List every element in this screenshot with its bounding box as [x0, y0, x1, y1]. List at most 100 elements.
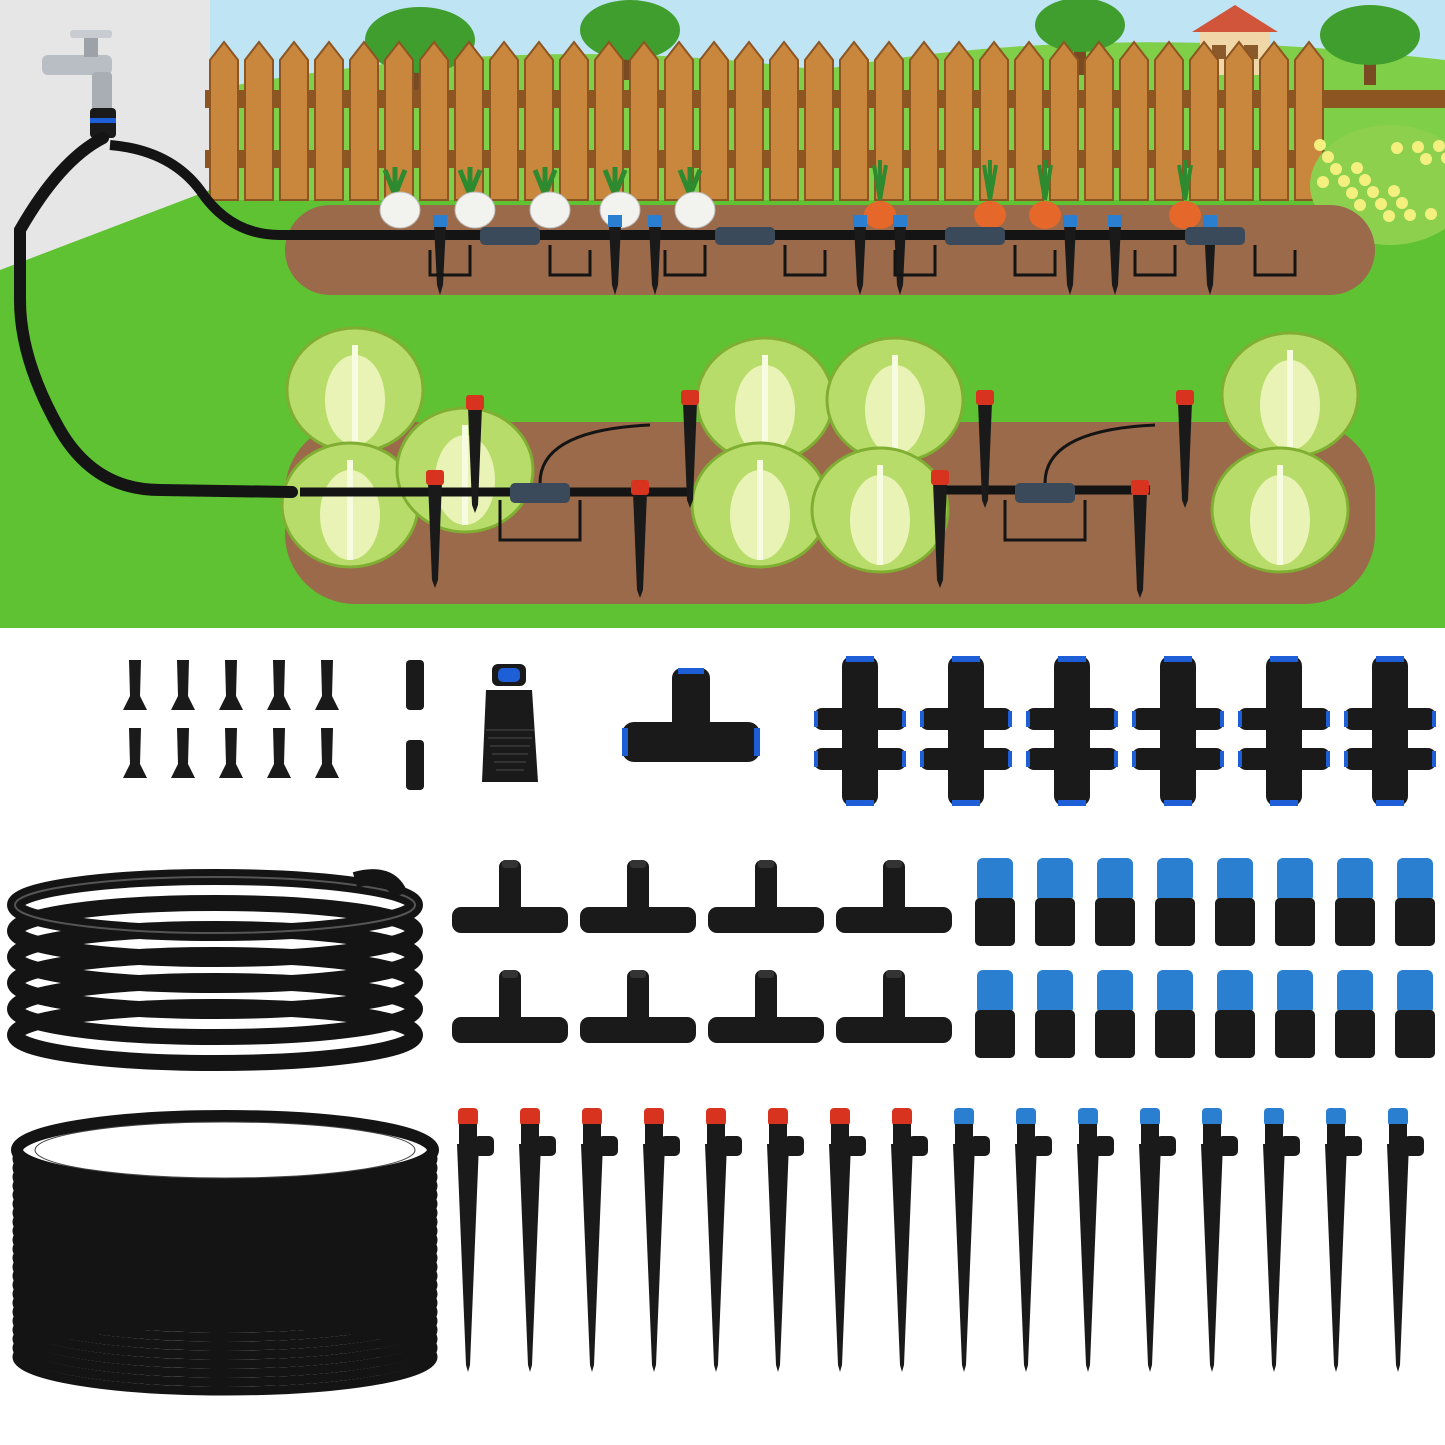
garden-manifold — [663, 227, 827, 277]
carrot — [1029, 160, 1061, 229]
lettuce — [285, 326, 425, 454]
manifold-6way — [1238, 656, 1330, 806]
fence-picket — [1014, 40, 1044, 201]
garden-manifold — [893, 227, 1057, 277]
lettuce — [690, 441, 830, 569]
fence-picket — [944, 40, 974, 201]
drip-stake-red — [643, 1108, 680, 1372]
manifold-6way — [1026, 656, 1118, 806]
manifold-6way — [920, 656, 1012, 806]
fence — [205, 40, 1445, 201]
blue-connector — [1095, 970, 1135, 1058]
mini-connector — [406, 740, 424, 790]
garden-manifold — [428, 227, 592, 277]
fence-picket — [1259, 40, 1289, 201]
fence-picket — [769, 40, 799, 201]
blue-connector — [1095, 858, 1135, 946]
plug — [267, 728, 291, 778]
drip-stake-blue — [1387, 1108, 1424, 1372]
garden-stake-red — [1131, 480, 1149, 598]
drip-stake-blue — [1263, 1108, 1300, 1372]
drip-stake-red — [767, 1108, 804, 1372]
soil-bed-upper — [285, 205, 1375, 295]
fence-picket — [1049, 40, 1079, 201]
drip-stake-red — [581, 1108, 618, 1372]
garden-manifold — [498, 423, 651, 542]
fence-picket — [1224, 40, 1254, 201]
blue-connector — [1035, 970, 1075, 1058]
radish — [674, 167, 716, 229]
upper-hose — [109, 140, 1230, 240]
drip-stake-blue — [1201, 1108, 1238, 1372]
small-tee — [452, 970, 568, 1043]
carrot — [1169, 160, 1201, 229]
manifold-6way — [814, 656, 906, 806]
blue-connector — [1395, 970, 1435, 1058]
drip-stake-blue — [953, 1108, 990, 1372]
manifold-6way — [1344, 656, 1436, 806]
small-tee — [836, 860, 952, 933]
mini-connector — [406, 660, 424, 710]
lettuce — [395, 406, 535, 534]
faucet-adapter — [482, 664, 538, 782]
garden-scene — [0, 0, 1445, 630]
fence-picket — [699, 40, 729, 201]
garden-stake — [433, 215, 447, 295]
section-divider — [0, 628, 1445, 630]
fence-picket — [279, 40, 309, 201]
lettuce — [1210, 446, 1350, 574]
garden-manifold — [1133, 227, 1297, 277]
blue-connector — [1275, 970, 1315, 1058]
small-tee — [836, 970, 952, 1043]
garden-stake — [893, 215, 907, 295]
small-tee — [708, 970, 824, 1043]
blue-connector — [1155, 858, 1195, 946]
plug — [123, 660, 147, 710]
fence-picket — [839, 40, 869, 201]
garden-stake-red — [681, 390, 699, 508]
garden-stake-red — [631, 480, 649, 598]
small-tee — [452, 860, 568, 933]
small-tee — [580, 860, 696, 933]
fence-picket — [979, 40, 1009, 201]
drip-stake-red — [705, 1108, 742, 1372]
tubing-coil-small — [7, 869, 423, 1071]
plug — [171, 728, 195, 778]
drip-stake-blue — [1325, 1108, 1362, 1372]
blue-connector — [1275, 858, 1315, 946]
fence-picket — [209, 40, 239, 201]
fence-picket — [349, 40, 379, 201]
drip-stake-red — [829, 1108, 866, 1372]
fence-picket — [734, 40, 764, 201]
fence-picket — [559, 40, 589, 201]
drip-stake-blue — [1015, 1108, 1052, 1372]
blue-connector — [975, 970, 1015, 1058]
small-tee — [708, 860, 824, 933]
drip-stake-red — [519, 1108, 556, 1372]
plug — [219, 728, 243, 778]
garden-stake — [853, 215, 867, 295]
garden-stake-red — [1176, 390, 1194, 508]
garden-stake — [608, 215, 622, 295]
drip-stake-blue — [1139, 1108, 1176, 1372]
plug — [267, 660, 291, 710]
kit-parts — [7, 656, 1436, 1396]
radish — [454, 167, 496, 229]
fence-picket — [909, 40, 939, 201]
garden-stake-red — [976, 390, 994, 508]
blue-connector — [1215, 858, 1255, 946]
garden-manifold — [1003, 423, 1156, 542]
small-tee — [580, 970, 696, 1043]
manifold-6way — [1132, 656, 1224, 806]
garden-stake-red — [466, 395, 484, 513]
tree — [1320, 5, 1420, 85]
garden-stake — [648, 215, 662, 295]
fence-picket — [1154, 40, 1184, 201]
blue-connector — [1335, 970, 1375, 1058]
radish — [529, 167, 571, 229]
large-tee — [622, 668, 760, 762]
garden-stake-red — [931, 470, 949, 588]
fence-picket — [489, 40, 519, 201]
fence-picket — [1119, 40, 1149, 201]
